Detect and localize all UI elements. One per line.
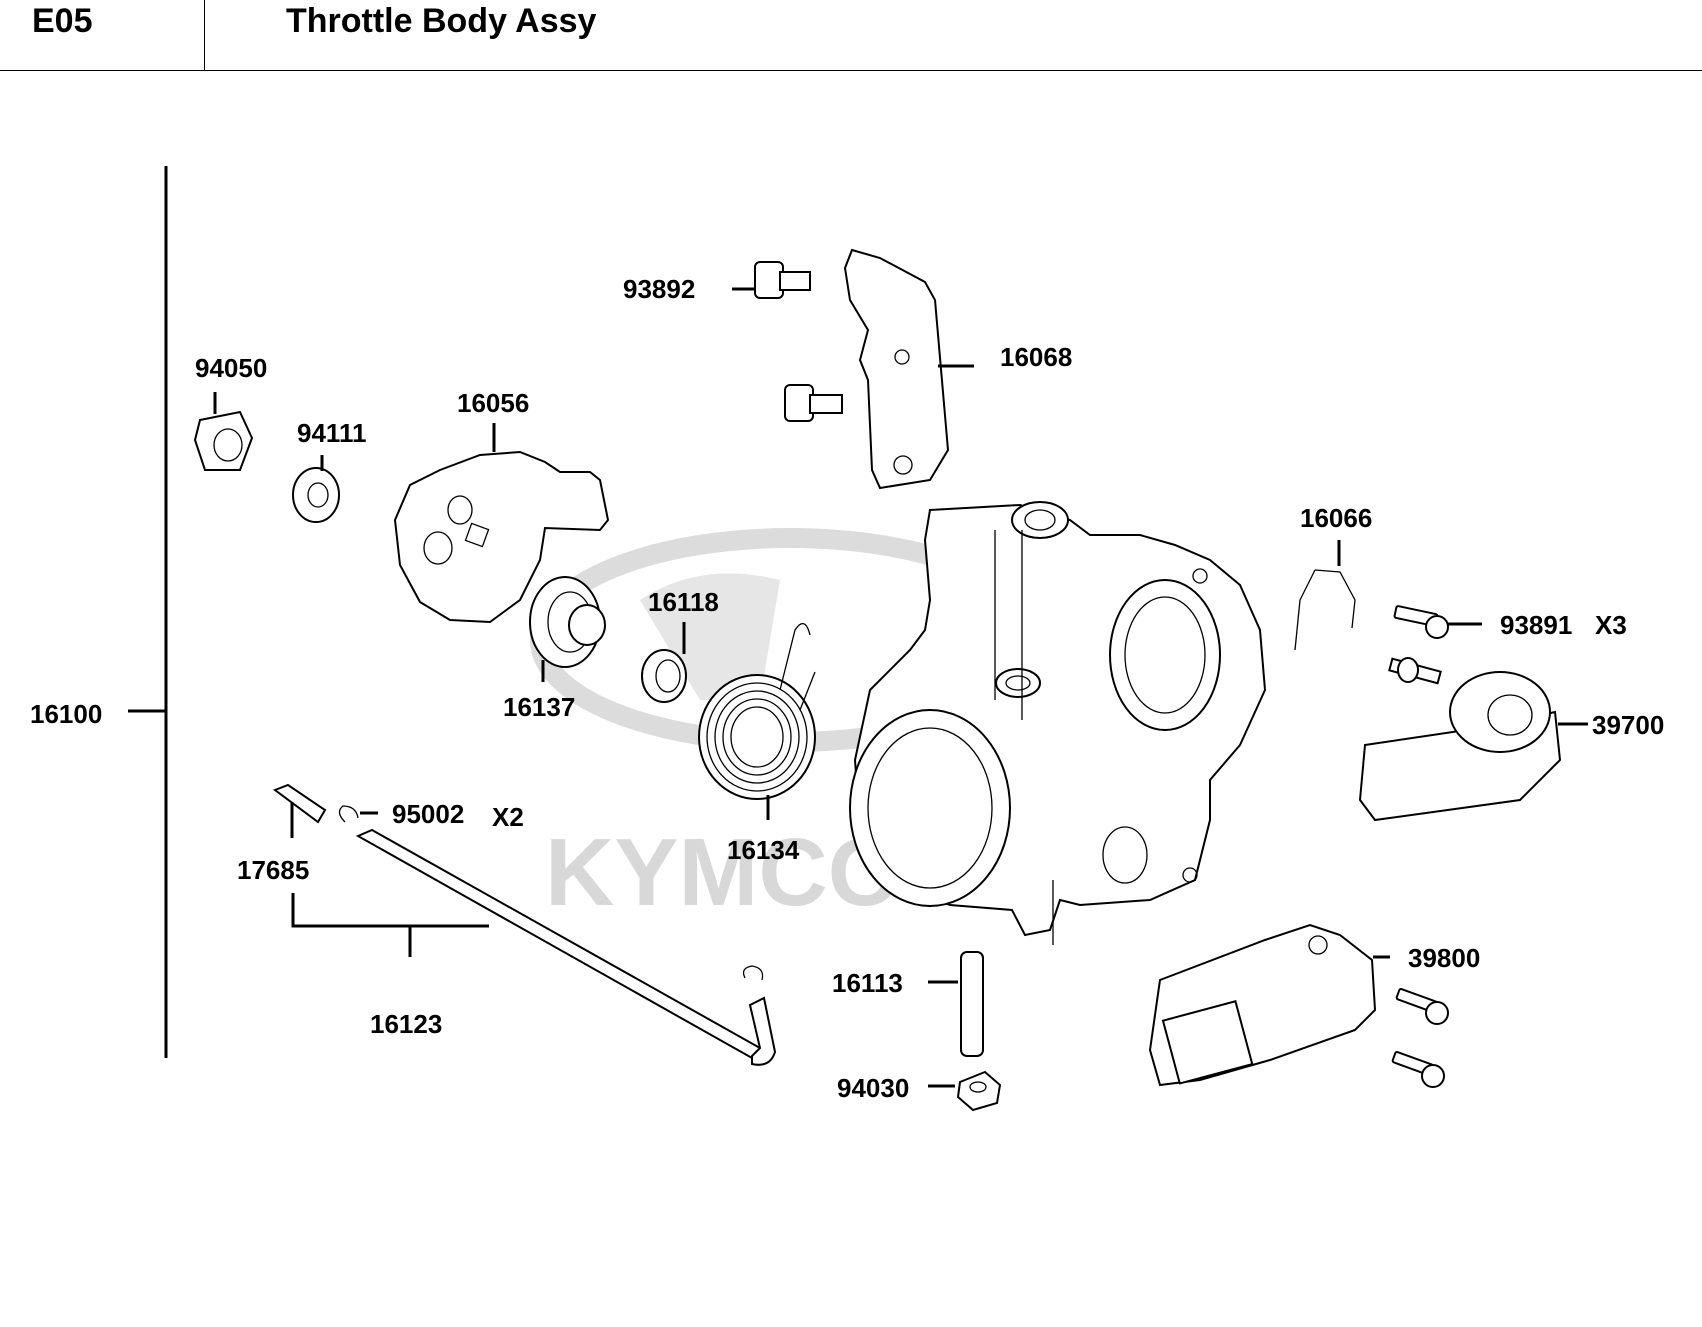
part-bolt-lower xyxy=(784,384,843,422)
brand-watermark: KYMCO xyxy=(530,528,1050,926)
part-16123-rod xyxy=(291,828,777,1066)
callout-16118: 16118 xyxy=(648,587,719,617)
callout-16056: 16056 xyxy=(457,388,529,418)
header-divider xyxy=(0,70,1702,71)
callout-17685: 17685 xyxy=(237,855,309,885)
section-code-cell xyxy=(0,0,205,70)
callout-16066: 16066 xyxy=(1300,503,1372,533)
watermark-emblem xyxy=(640,573,780,700)
callout-95002: 95002 xyxy=(392,799,464,829)
page-header: E05 Throttle Body Assy xyxy=(0,0,1702,72)
part-93892-bolt xyxy=(732,261,811,299)
callout-39800: 39800 xyxy=(1408,943,1480,973)
part-16137-bushing xyxy=(529,576,606,682)
callout-94111: 94111 xyxy=(297,418,366,448)
part-95002-clip xyxy=(338,805,378,823)
part-94030-nut xyxy=(928,1070,1002,1112)
watermark-text: KYMCO xyxy=(545,819,902,926)
part-throttle-body xyxy=(849,501,1267,945)
callout-95002-qty: X2 xyxy=(492,802,524,832)
part-93891-screw xyxy=(1393,605,1482,639)
page-title: Throttle Body Assy xyxy=(286,2,597,40)
part-94111-washer xyxy=(292,455,340,523)
callout-16137: 16137 xyxy=(503,692,575,722)
callout-16134: 16134 xyxy=(727,835,800,865)
part-16066-clip xyxy=(1294,540,1356,651)
part-17685-nipple xyxy=(272,783,327,838)
assembly-bracket-16100 xyxy=(128,166,168,1058)
section-code: E05 xyxy=(32,2,93,40)
part-39800-module xyxy=(1148,923,1390,1087)
part-16113-pin xyxy=(928,951,984,1057)
part-16134-spring xyxy=(698,623,816,820)
callout-16113: 16113 xyxy=(832,968,903,998)
callout-93892: 93892 xyxy=(623,274,695,304)
part-16068-lever-plate xyxy=(843,248,974,490)
callout-94030: 94030 xyxy=(837,1073,909,1103)
part-module-screws xyxy=(1391,988,1449,1088)
callout-93891: 93891 xyxy=(1500,610,1572,640)
part-39700-sensor xyxy=(1358,657,1588,822)
callout-16123: 16123 xyxy=(370,1009,442,1039)
part-16056-cam-plate xyxy=(393,423,610,624)
callout-94050: 94050 xyxy=(195,353,267,383)
callout-39700: 39700 xyxy=(1592,710,1664,740)
callout-93891-qty: X3 xyxy=(1595,610,1627,640)
part-16118-seal xyxy=(641,622,687,703)
part-94050-nut xyxy=(193,392,254,471)
callout-16068: 16068 xyxy=(1000,342,1072,372)
callout-16100: 16100 xyxy=(30,699,102,729)
